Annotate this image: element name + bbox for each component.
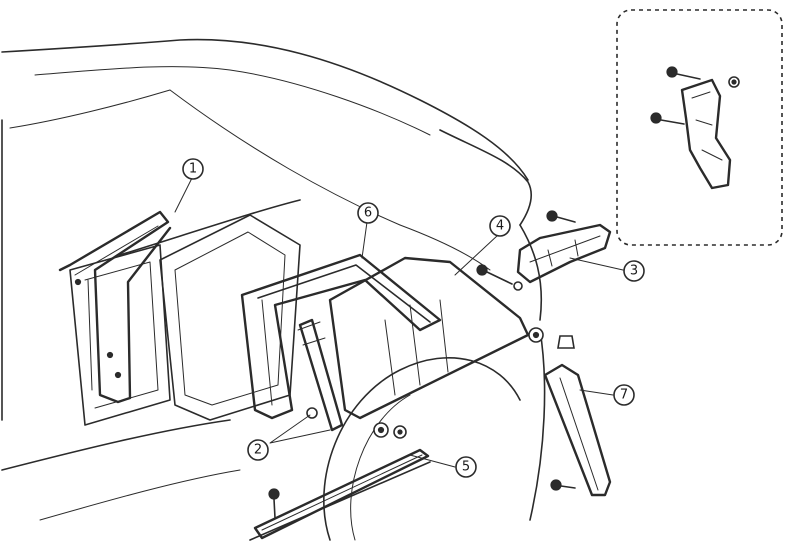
callout-4: 4	[489, 215, 511, 237]
callout-number: 6	[364, 206, 372, 221]
moulding-strip-inner	[261, 454, 423, 531]
callout-circle	[357, 202, 379, 224]
glass-spacer	[557, 335, 575, 349]
leader-2	[269, 414, 331, 444]
garnish-nut-shaft	[560, 485, 576, 489]
inset-detail	[616, 9, 783, 246]
part-4-door-glass	[328, 256, 530, 420]
glass-nut-hole	[532, 331, 540, 339]
pillar-trim-inner	[74, 225, 159, 391]
body-lower-line-2	[39, 469, 241, 521]
inset-bolt-shaft	[660, 119, 685, 125]
body-side-mid	[119, 199, 301, 256]
front-corner	[519, 224, 543, 321]
moulding-strip	[253, 448, 430, 540]
callout-circle	[489, 215, 511, 237]
moulding-lower	[249, 461, 431, 541]
inset-bracket-detail	[691, 91, 723, 161]
regulator-bracket	[297, 321, 326, 346]
garnish-body	[543, 363, 612, 497]
callout-circle	[613, 384, 635, 406]
callout-number: 7	[620, 388, 628, 403]
inset-dashed-border	[616, 9, 783, 246]
body-lower-line	[1, 419, 231, 471]
callout-number: 3	[630, 264, 638, 279]
window-frame-inner-2	[261, 299, 273, 406]
hinge-detail	[529, 235, 601, 267]
callout-number: 1	[189, 162, 197, 177]
callout-2: 2	[247, 439, 269, 461]
hinge-bolt-shaft	[486, 271, 513, 285]
pillar-hole	[74, 278, 82, 286]
inset-washer-hole	[731, 79, 737, 85]
part-6-window-frame	[240, 253, 442, 420]
leader-5	[409, 454, 456, 468]
regulator-channel	[298, 318, 344, 432]
callout-circle	[182, 158, 204, 180]
callout-number: 5	[462, 460, 470, 475]
callout-5: 5	[455, 456, 477, 478]
callout-3: 3	[623, 260, 645, 282]
inset-bolt	[650, 112, 662, 124]
leader-7	[579, 389, 614, 396]
rear-window-top	[9, 89, 171, 129]
wheel-arch	[323, 357, 521, 541]
vehicle-body	[1, 38, 546, 541]
garnish-nut	[550, 479, 562, 491]
callout-circle	[623, 260, 645, 282]
part-3-hinge-bracket	[476, 210, 612, 349]
leader-3	[569, 257, 624, 271]
callout-6: 6	[357, 202, 379, 224]
hinge-washer	[513, 281, 523, 291]
pillar-hole	[114, 371, 122, 379]
callout-circle	[247, 439, 269, 461]
leader-lines	[174, 177, 624, 468]
pillar-hole	[106, 351, 114, 359]
callout-number: 4	[496, 219, 504, 234]
leader-1	[174, 177, 193, 213]
hinge-bolt	[476, 264, 488, 276]
front-lower	[529, 329, 546, 521]
inset-bolt-shaft	[676, 73, 701, 80]
window-frame-outer	[240, 253, 442, 420]
leader-6	[361, 221, 368, 259]
part-2-regulator	[297, 318, 407, 439]
inset-bolt	[666, 66, 678, 78]
hinge-body	[516, 223, 612, 284]
inset-bracket	[680, 78, 732, 190]
part-5-belt-moulding	[249, 448, 431, 541]
wheel-arch-inner	[350, 394, 411, 541]
garnish-inner	[559, 377, 599, 491]
leader-4	[454, 234, 499, 276]
moulding-bolt	[268, 488, 280, 500]
callout-circle	[455, 456, 477, 478]
pillar-trim-outer	[58, 210, 172, 404]
door-glass-outline	[328, 256, 530, 420]
regulator-nut-hole	[397, 429, 403, 435]
roof-line	[1, 38, 529, 181]
rear-door-frame	[69, 244, 171, 426]
callout-number: 2	[254, 443, 262, 458]
roof-inner-line	[34, 66, 431, 136]
callout-7: 7	[613, 384, 635, 406]
regulator-nut-hole	[377, 426, 385, 434]
part-7-pillar-garnish	[543, 363, 612, 497]
hinge-bolt-shaft	[556, 216, 576, 223]
front-fender-top	[439, 129, 532, 226]
front-fender-line	[399, 224, 491, 271]
part-1-pillar-trim	[58, 210, 172, 404]
moulding-bolt-shaft	[273, 498, 276, 519]
window-frame-inner	[257, 264, 431, 323]
glass-reflection	[384, 299, 449, 396]
callout-1: 1	[182, 158, 204, 180]
hinge-bolt	[546, 210, 558, 222]
front-door-opening-inner	[174, 231, 286, 406]
front-door-opening	[159, 214, 301, 421]
